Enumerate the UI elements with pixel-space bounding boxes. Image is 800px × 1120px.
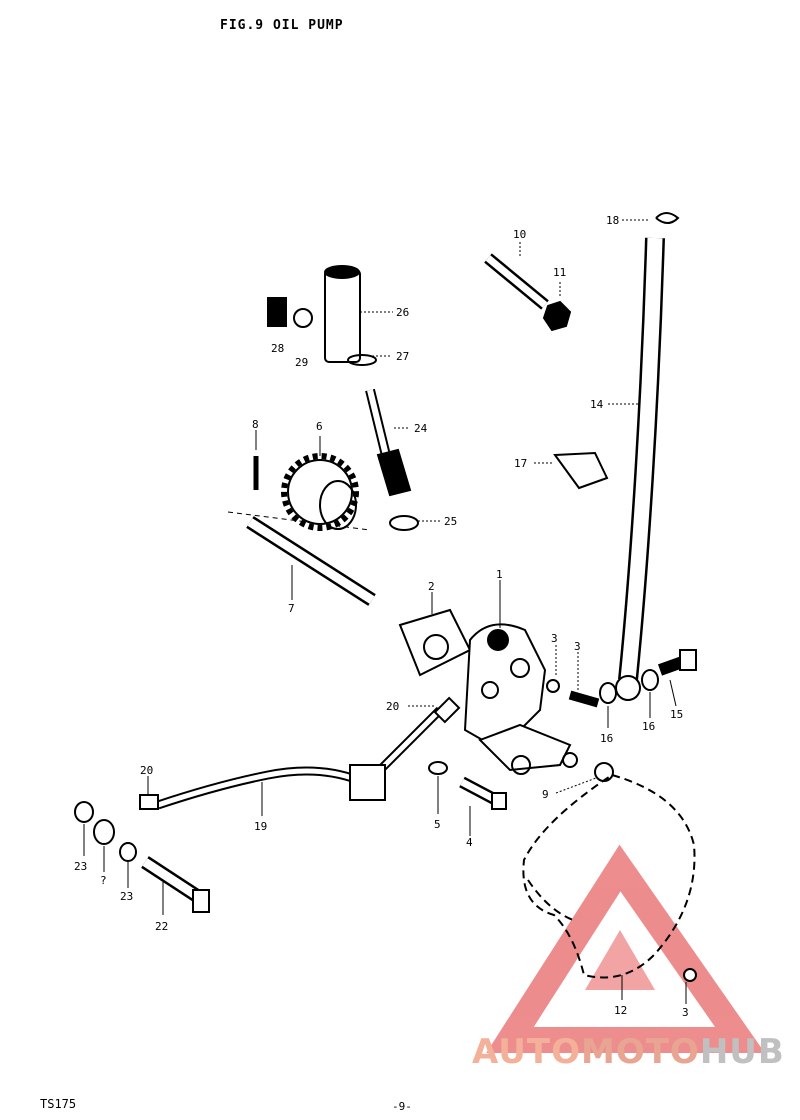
callout-labels: 26 27 28 29 24 25 6 8 7 10 11 18 14 17 2… (74, 214, 689, 1019)
callout-16: 16 (642, 720, 655, 733)
part-11-nut (542, 300, 572, 332)
callout-1: 1 (496, 568, 503, 581)
callout-29: 29 (295, 356, 308, 369)
callout-4: 4 (466, 836, 473, 849)
part-19-oil-hose (156, 706, 444, 810)
callout-22: 22 (155, 920, 168, 933)
part-12-cover (522, 773, 696, 979)
page-title: FIG.9 OIL PUMP (220, 18, 344, 33)
callout-23: 23 (74, 860, 87, 873)
model-code: TS175 (40, 1097, 77, 1111)
callout-10: 10 (513, 228, 526, 241)
leader-lines (83, 219, 687, 1004)
callout-28: 28 (271, 342, 284, 355)
callout-27: 27 (396, 350, 409, 363)
part-16-washer (599, 682, 617, 704)
part-9-grommet (594, 762, 614, 782)
pump-lever (478, 723, 578, 775)
part-25-washer (389, 515, 419, 531)
part-4-bolt (459, 776, 507, 810)
watermark-text: AUTOMOTOHUB (472, 1032, 785, 1072)
callout-7: 7 (288, 602, 295, 615)
callout-25: 25 (444, 515, 457, 528)
part-7-shaft (227, 511, 376, 606)
part-6-gear (281, 453, 359, 531)
callout-5: 5 (434, 818, 441, 831)
callout-26: 26 (396, 306, 409, 319)
part-26-sleeve (324, 265, 377, 366)
part-10-bolt (484, 253, 549, 310)
callout-20: 20 (140, 764, 153, 777)
callout-9: 9 (542, 788, 549, 801)
page-number: -9- (392, 1100, 412, 1113)
callout-16: 16 (600, 732, 613, 745)
part-5-washer (428, 761, 448, 775)
part-18-clip (655, 212, 680, 224)
part-23-washer (74, 801, 94, 823)
callout-23: 23 (120, 890, 133, 903)
part-17-bracket (553, 451, 609, 490)
callout-2: 2 (428, 580, 435, 593)
callout-12: 12 (614, 1004, 627, 1017)
part-20-fitting (433, 696, 461, 724)
callout-3: 3 (574, 640, 581, 653)
callout-17: 17 (514, 457, 527, 470)
part-14-tube (618, 237, 665, 681)
part-16-washer (641, 669, 659, 691)
part-15-union-bolt (657, 649, 697, 676)
part-28-bolt (267, 297, 287, 327)
banjo-fitting (93, 819, 115, 845)
part-24-shaft (365, 388, 412, 497)
callout-15: 15 (670, 708, 683, 721)
callout-11: 11 (553, 266, 566, 279)
part-3-screw (683, 968, 697, 982)
callout-unclear: ? (100, 874, 107, 887)
callout-8: 8 (252, 418, 259, 431)
callout-6: 6 (316, 420, 323, 433)
watermark-logo (486, 844, 765, 1053)
callout-19: 19 (254, 820, 267, 833)
part-3-screw (546, 679, 560, 693)
part-2-gasket (398, 608, 472, 677)
callout-14: 14 (590, 398, 604, 411)
part-14-banjo (615, 675, 641, 701)
part-20-fitting (139, 794, 159, 810)
callout-20: 20 (386, 700, 399, 713)
part-3-screw (568, 690, 600, 708)
part-23-washer (119, 842, 137, 862)
part-29-washer (293, 308, 313, 328)
callout-24: 24 (414, 422, 428, 435)
callout-3: 3 (682, 1006, 689, 1019)
callout-3: 3 (551, 632, 558, 645)
callout-18: 18 (606, 214, 619, 227)
part-22-bolt (141, 856, 210, 913)
part-1-pump-body (463, 623, 547, 752)
